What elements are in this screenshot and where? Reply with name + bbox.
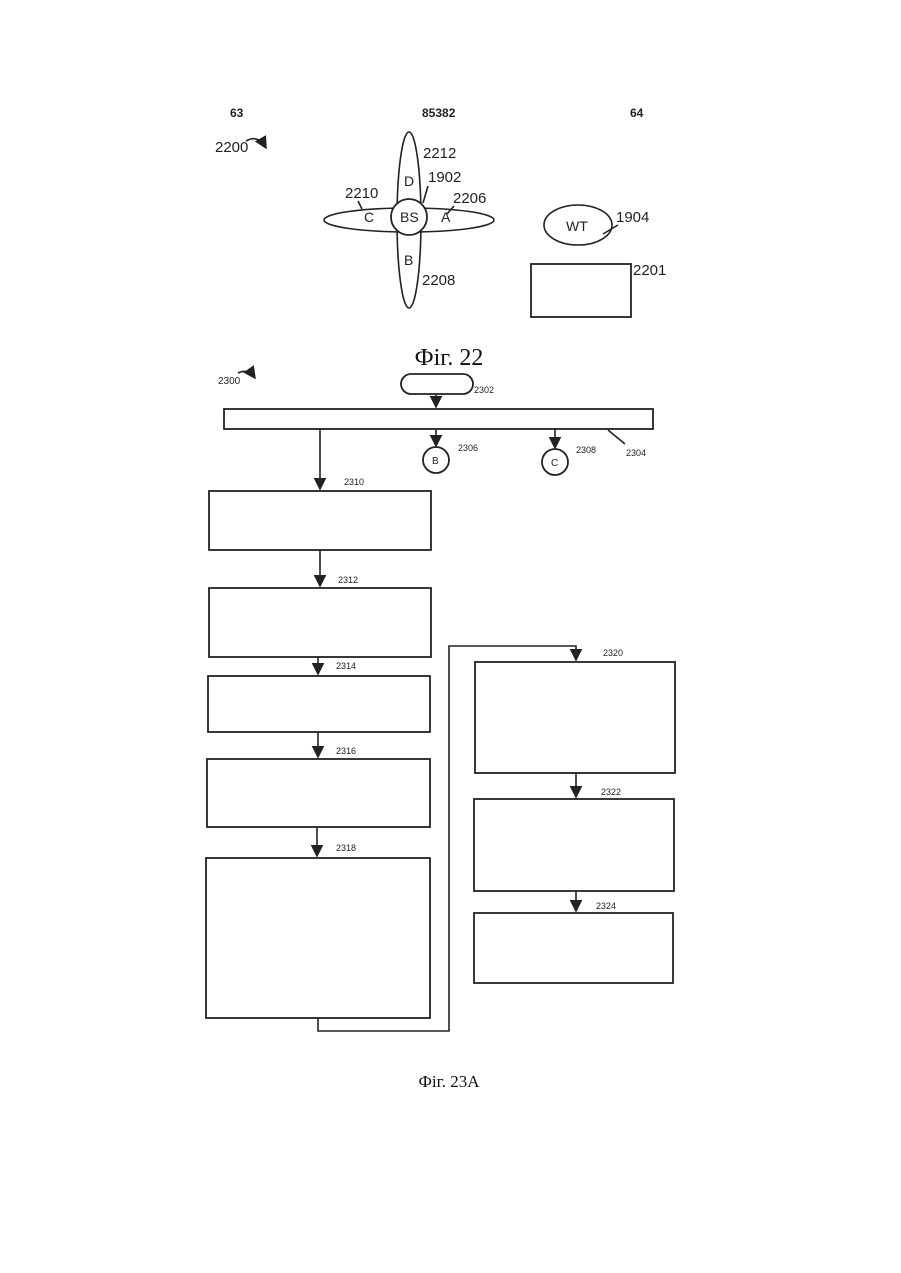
ref-2322: 2322: [601, 787, 621, 797]
ref-2314: 2314: [336, 661, 356, 671]
step-box-2314: [208, 676, 430, 732]
step-box-2310: [209, 491, 431, 550]
step-box-2324: [474, 913, 673, 983]
ref-2304: 2304: [626, 448, 646, 458]
sector-c-label: C: [364, 209, 374, 225]
fig23a-ref-arrow: [238, 371, 255, 378]
patent-number: 85382: [422, 106, 456, 120]
ref-2210: 2210: [345, 185, 378, 202]
page-number-right: 64: [630, 106, 644, 120]
fig22-caption: Фіг. 22: [415, 345, 484, 371]
sector-b-label: B: [404, 252, 413, 268]
fig22-ref-2200: 2200: [215, 139, 248, 156]
ref-2308: 2308: [576, 445, 596, 455]
ref-2212: 2212: [423, 145, 456, 162]
base-station-label: BS: [400, 209, 419, 225]
fig23a-ref-2300: 2300: [218, 376, 241, 387]
distribution-bar-2304: [224, 409, 653, 429]
ref-2206: 2206: [453, 190, 486, 207]
connector-c-label: C: [551, 458, 558, 469]
ref-2316: 2316: [336, 746, 356, 756]
wireless-terminal-label: WT: [566, 218, 588, 234]
ref-2324: 2324: [596, 901, 616, 911]
ref-2318: 2318: [336, 843, 356, 853]
ref-2312: 2312: [338, 575, 358, 585]
page-number-left: 63: [230, 106, 244, 120]
sector-d-label: D: [404, 173, 414, 189]
fig23a-caption: Фіг. 23A: [419, 1072, 481, 1091]
step-box-2318: [206, 858, 430, 1018]
ref-2306: 2306: [458, 443, 478, 453]
leader-1902: [423, 186, 428, 203]
ref-1902: 1902: [428, 169, 461, 186]
ref-2302: 2302: [474, 385, 494, 395]
ref-2320: 2320: [603, 648, 623, 658]
step-box-2312: [209, 588, 431, 657]
leader-2304: [608, 430, 625, 444]
device-box-2201: [531, 264, 631, 317]
leader-2210: [358, 201, 362, 209]
ref-2201: 2201: [633, 262, 666, 279]
ref-2208: 2208: [422, 272, 455, 289]
step-box-2320: [475, 662, 675, 773]
connector-b-label: B: [432, 456, 439, 467]
fig22-ref-arrow: [246, 139, 266, 148]
start-terminal-2302: [401, 374, 473, 394]
step-box-2322: [474, 799, 674, 891]
ref-1904: 1904: [616, 209, 649, 226]
step-box-2316: [207, 759, 430, 827]
ref-2310: 2310: [344, 477, 364, 487]
